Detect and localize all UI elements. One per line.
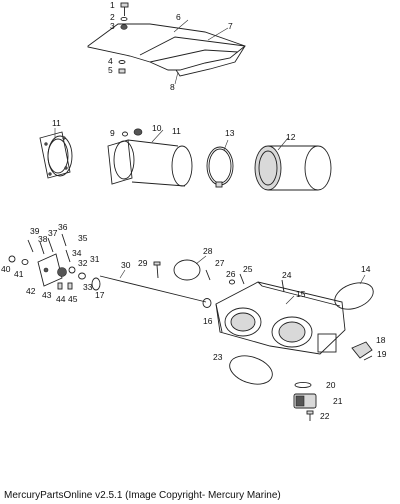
cover-assembly: [87, 2, 246, 85]
throttle-body[interactable]: [215, 281, 346, 355]
washer-part[interactable]: [118, 60, 126, 64]
callout-label: 1: [110, 0, 115, 10]
callout-label: 28: [203, 246, 213, 256]
callout-label: 7: [228, 21, 233, 31]
callout-label: 25: [243, 264, 253, 274]
gasket[interactable]: [331, 274, 377, 314]
callout-label: 31: [90, 254, 100, 264]
callout-label: 22: [320, 411, 330, 421]
callout-label: 27: [215, 258, 225, 268]
bushing-part[interactable]: [202, 298, 212, 308]
hose-clamp[interactable]: [206, 139, 234, 188]
throttle-plate[interactable]: [173, 255, 207, 281]
callout-label: 23: [213, 352, 223, 362]
callout-label: 39: [30, 226, 40, 236]
intake-cover[interactable]: [87, 19, 246, 85]
grommet-part[interactable]: [133, 128, 143, 136]
callout-label: 24: [282, 270, 292, 280]
callout-label: 38: [38, 234, 48, 244]
callout-label: 37: [48, 228, 58, 238]
callout-label: 21: [333, 396, 343, 406]
callout-label: 9: [110, 128, 115, 138]
callout-label: 41: [14, 269, 24, 279]
callout-label: 16: [203, 316, 213, 326]
callout-label: 11: [172, 126, 181, 136]
callout-label: 4: [108, 56, 113, 66]
callout-label: 36: [58, 222, 68, 232]
grommet-part[interactable]: [120, 24, 128, 30]
screw-part[interactable]: [306, 410, 314, 421]
washer-part[interactable]: [228, 279, 236, 285]
callout-label: 11: [52, 118, 61, 128]
washer-part[interactable]: [120, 16, 128, 22]
callout-label: 43: [42, 290, 52, 300]
screw-part[interactable]: [205, 269, 211, 281]
callout-label: 40: [1, 264, 11, 274]
air-filter-assembly: [39, 128, 332, 191]
callout-label: 26: [226, 269, 236, 279]
callout-label: 8: [170, 82, 175, 92]
exploded-parts-diagram: 1 2 3 4 5 6 7 8 9 10 11 11 12 13 14 15 1…: [1, 0, 387, 421]
position-sensor[interactable]: [351, 341, 373, 359]
callout-label: 14: [361, 264, 371, 274]
callout-label: 20: [326, 380, 336, 390]
callout-label: 3: [110, 21, 115, 31]
screw-part[interactable]: [120, 2, 129, 16]
callout-label: 6: [176, 12, 181, 22]
callout-label: 35: [78, 233, 88, 243]
gasket[interactable]: [226, 351, 276, 389]
linkage-hardware[interactable]: [8, 233, 101, 291]
callout-label: 18: [376, 335, 386, 345]
arrestor-housing[interactable]: [107, 129, 193, 187]
nut-part[interactable]: [118, 68, 126, 74]
callout-label: 45: [68, 294, 78, 304]
throttle-body-assembly: [8, 233, 377, 421]
bolt-part[interactable]: [122, 131, 128, 137]
copyright-caption: MercuryPartsOnline v2.5.1 (Image Copyrig…: [4, 490, 281, 501]
adapter-plate[interactable]: [39, 131, 73, 179]
callout-label: 2: [110, 12, 115, 22]
screw-part[interactable]: [239, 273, 245, 285]
screw-part[interactable]: [363, 355, 373, 361]
screw-part[interactable]: [153, 261, 161, 279]
callout-label: 5: [108, 65, 113, 75]
callout-label: 44: [56, 294, 66, 304]
callout-label: 32: [78, 258, 88, 268]
throttle-shaft[interactable]: [99, 269, 207, 303]
idle-air-control[interactable]: [293, 393, 317, 409]
screw-part[interactable]: [281, 279, 285, 293]
callout-label: 42: [26, 286, 36, 296]
callout-labels: 1 2 3 4 5 6 7 8 9 10 11 11 12 13 14 15 1…: [1, 0, 387, 421]
o-ring[interactable]: [294, 381, 312, 389]
callout-label: 10: [152, 123, 162, 133]
callout-label: 30: [121, 260, 131, 270]
callout-label: 13: [225, 128, 235, 138]
callout-label: 19: [377, 349, 387, 359]
callout-label: 17: [95, 290, 105, 300]
filter-element[interactable]: [254, 137, 332, 191]
callout-label: 29: [138, 258, 148, 268]
callout-label: 12: [286, 132, 296, 142]
callout-label: 15: [296, 289, 306, 299]
callout-label: 33: [83, 282, 93, 292]
callout-label: 34: [72, 248, 82, 258]
